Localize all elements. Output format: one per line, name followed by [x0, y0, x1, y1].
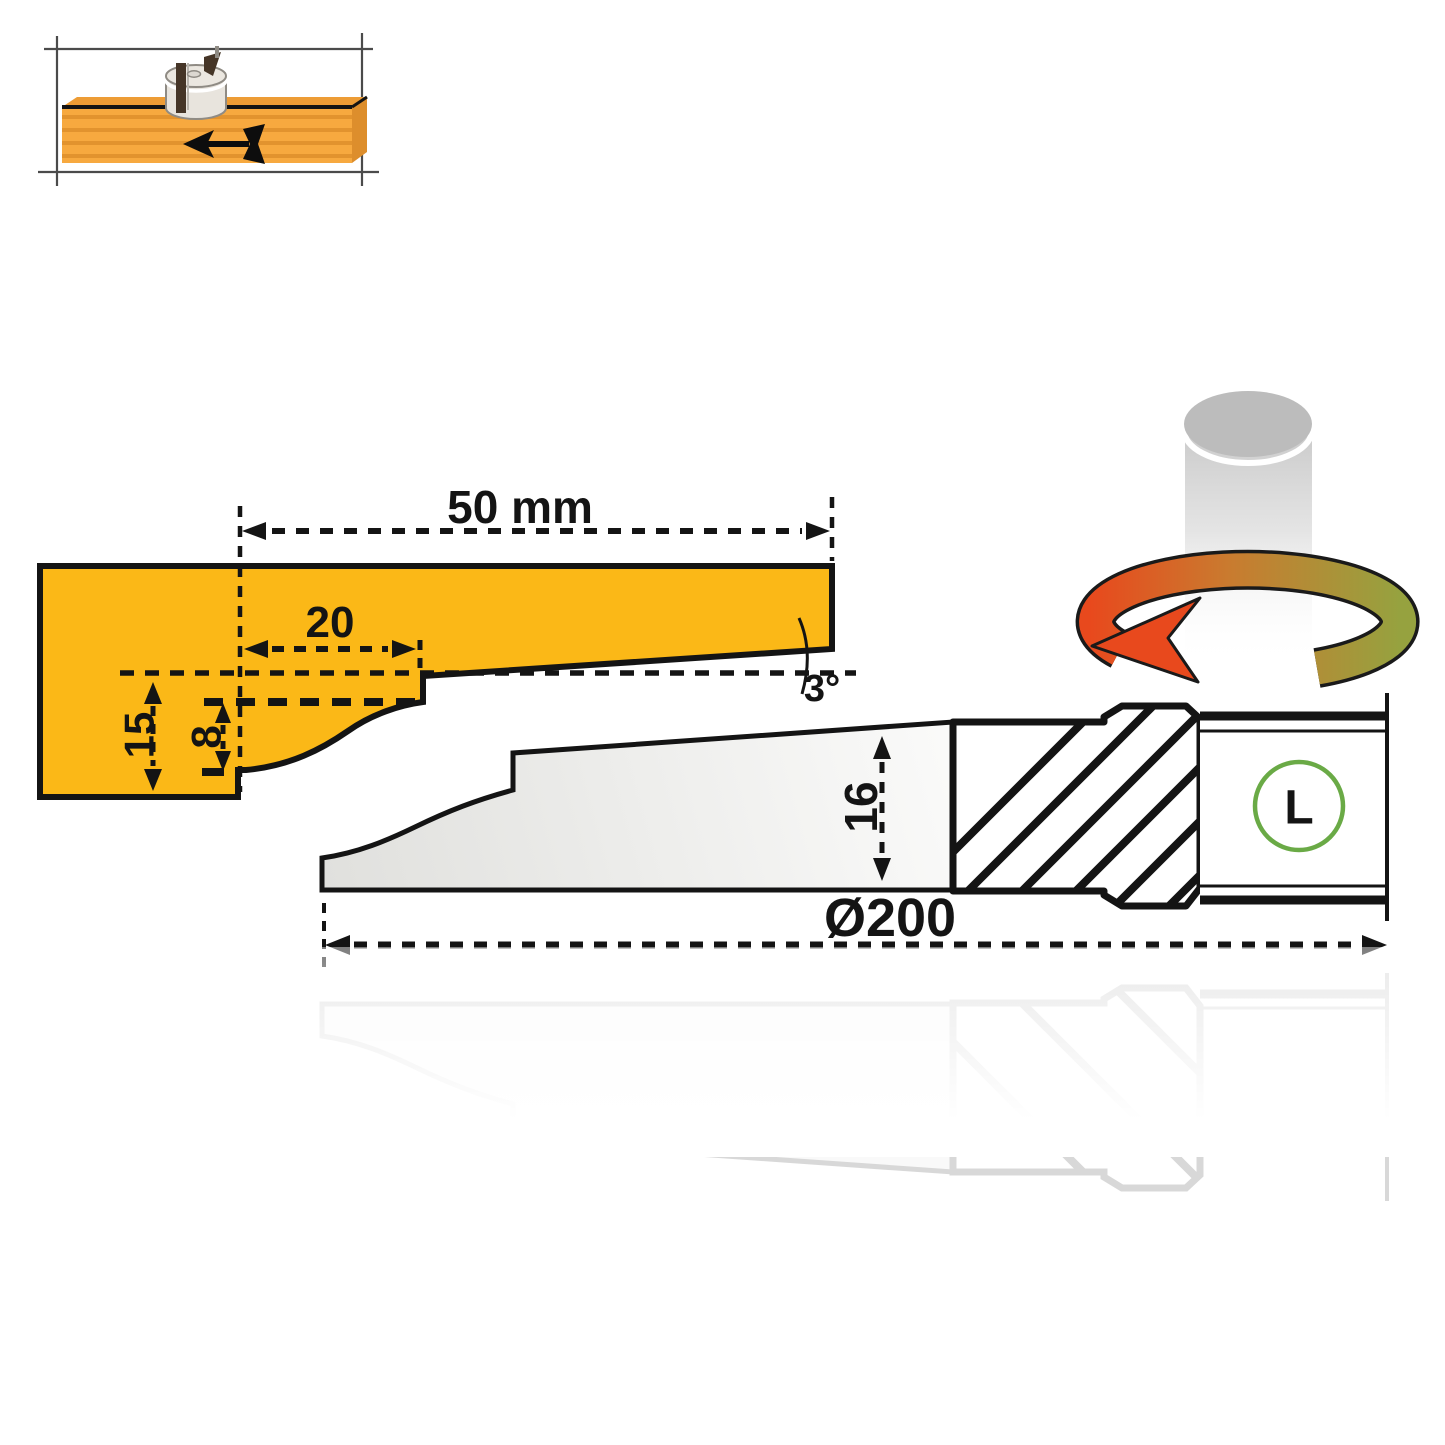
profile-dimension-labels: 50 mm 20 15 8 3° — [116, 481, 840, 758]
wood-profile-shape — [37, 563, 835, 800]
cutter-body-hatched — [949, 702, 1204, 910]
hatch-line — [953, 706, 1172, 906]
hand-marker-label: L — [1284, 781, 1313, 834]
spindle-rotation-graphic — [1075, 391, 1420, 688]
feed-arrow-fletching — [243, 124, 265, 164]
cutter-knife-front — [176, 63, 186, 113]
wood-profile-section: 50 mm 20 15 8 3° — [37, 481, 856, 800]
hatch-lines — [953, 706, 1200, 906]
feed-direction-sketch-icon — [38, 33, 379, 186]
hatch-line — [1147, 706, 1200, 906]
dim-8-arrow-up — [215, 703, 231, 723]
dim-50mm-label: 50 mm — [447, 481, 593, 533]
dim-20-arrow-right — [392, 640, 416, 658]
cutter-dimensions: 16 Ø200 — [322, 736, 1387, 968]
hatch-line — [985, 706, 1200, 906]
profile-dimension-lines — [120, 497, 856, 792]
feed-arrow-icon — [183, 124, 265, 164]
dim-8-arrow-down — [215, 751, 231, 771]
knife-blade-profile — [319, 719, 956, 893]
dim-15-arrow-up — [144, 682, 162, 704]
plank-end-face — [352, 97, 367, 163]
feed-arrow-head — [183, 130, 214, 158]
plank-top-edge-bevel — [351, 95, 368, 109]
angle-arc — [797, 617, 809, 695]
dim-16-arrow-up — [873, 736, 891, 759]
cutter-body-fill — [953, 706, 1200, 906]
cutter-pin — [215, 46, 219, 58]
cutter-spindle-hole — [186, 70, 202, 78]
dim-50mm-arrow-left — [242, 522, 266, 540]
hatch-line — [1093, 706, 1200, 906]
hatch-line — [953, 706, 1118, 906]
rotation-ring — [1079, 553, 1417, 685]
dim-diameter-label: Ø200 — [824, 888, 956, 948]
cutter-head-section: L 16 Ø200 — [319, 693, 1389, 968]
dim-16-label: 16 — [835, 781, 887, 832]
dim-15-label: 15 — [116, 712, 163, 759]
dim-20-arrow-left — [244, 640, 268, 658]
dim-50mm-arrow-right — [806, 522, 830, 540]
arbor-shaft-section: L — [1200, 693, 1389, 921]
rotation-arrow-head — [1090, 596, 1202, 684]
dim-16-arrow-down — [873, 858, 891, 881]
dim-8-label: 8 — [183, 725, 230, 748]
feed-arrow-shaft — [205, 141, 249, 147]
hatch-line — [1039, 706, 1200, 906]
dim-20-label: 20 — [306, 598, 355, 647]
angle-label: 3° — [804, 668, 840, 710]
spindle-cylinder-top — [1184, 391, 1312, 457]
reflection-fade-overlay — [250, 947, 1445, 1157]
dim-15-arrow-down — [144, 769, 162, 791]
hand-marker-circle — [1252, 759, 1346, 853]
cutter-head-mini — [164, 46, 228, 120]
